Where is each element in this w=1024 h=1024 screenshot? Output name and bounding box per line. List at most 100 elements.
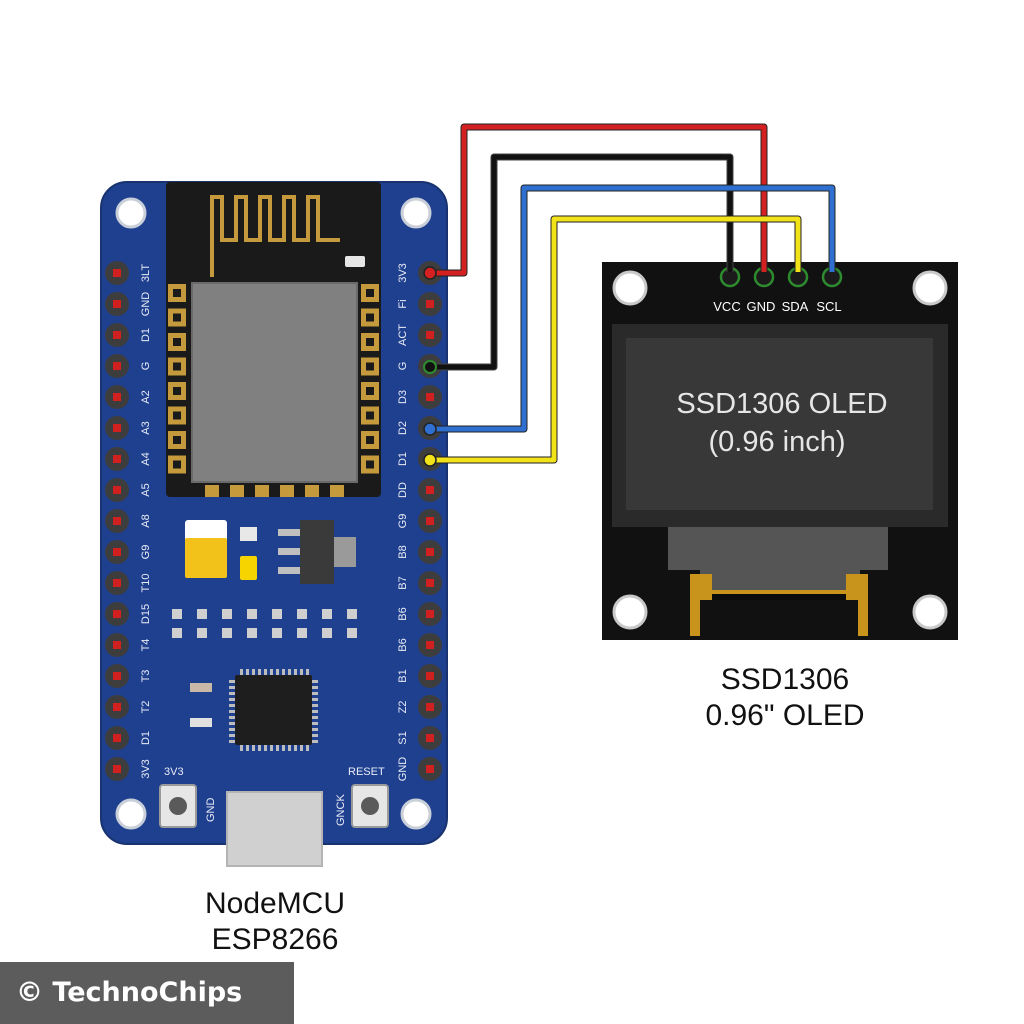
right-pin-label: D2 <box>397 421 409 435</box>
smd-pad <box>297 609 307 619</box>
header-pin <box>418 478 442 502</box>
smd-pad <box>322 609 332 619</box>
header-pin <box>105 695 129 719</box>
reset-button[interactable] <box>351 784 389 828</box>
left-pin-label: T10 <box>140 574 152 593</box>
nodemcu-name: NodeMCU <box>204 887 346 920</box>
mounting-hole <box>115 798 147 830</box>
left-pin-label: T4 <box>140 639 152 652</box>
oled-pin-label: VCC <box>713 299 740 314</box>
header-pin <box>105 664 129 688</box>
left-pin-label: D1 <box>140 328 152 342</box>
right-pin-label: Z2 <box>397 701 409 714</box>
watermark: © TechnoChips <box>0 962 294 1024</box>
left-pin-header <box>105 261 129 781</box>
left-pin-label: A3 <box>140 421 152 434</box>
left-pin-label: 3LT <box>140 264 152 282</box>
castellated-pad <box>255 485 269 497</box>
mounting-hole <box>612 270 648 306</box>
right-pin-label: B6 <box>397 607 409 620</box>
smd-pad <box>222 628 232 638</box>
label-gnd-button: GND <box>205 798 217 823</box>
header-pin <box>418 323 442 347</box>
oled-caption-line1: SSD1306 <box>720 663 850 696</box>
header-pin <box>105 478 129 502</box>
smd-pad <box>172 628 182 638</box>
left-pin-label: G <box>140 362 152 371</box>
header-pin <box>105 726 129 750</box>
wires <box>423 123 836 467</box>
castellated-pad <box>205 485 219 497</box>
right-pin-label: B1 <box>397 669 409 682</box>
smd-pad <box>222 609 232 619</box>
right-pin-label: ACT <box>397 324 409 346</box>
rf-shield <box>191 282 358 483</box>
right-pin-label: B7 <box>397 576 409 589</box>
left-pin-label: 3V3 <box>140 759 152 779</box>
header-pin <box>418 757 442 781</box>
right-pin-label: Fi <box>397 299 409 308</box>
header-pin <box>105 323 129 347</box>
micro-usb-port <box>226 791 323 867</box>
smd-pad <box>322 628 332 638</box>
mounting-hole <box>400 197 432 229</box>
smd-pad <box>172 609 182 619</box>
left-pin-label: G9 <box>140 545 152 560</box>
right-pin-label: G9 <box>397 514 409 529</box>
wire-red <box>430 123 768 277</box>
right-pin-label: D1 <box>397 452 409 466</box>
header-pin <box>418 571 442 595</box>
castellated-pad <box>305 485 319 497</box>
screen-subtitle: (0.96 inch) <box>708 426 845 458</box>
oled-pin-gnd: GND <box>747 266 776 314</box>
smd-pad <box>247 628 257 638</box>
mounting-hole <box>400 798 432 830</box>
header-pin <box>105 540 129 564</box>
oled-caption: SSD1306 0.96" OLED <box>640 662 930 734</box>
header-pin <box>418 726 442 750</box>
left-pin-label: D15 <box>140 604 152 624</box>
header-pin <box>105 354 129 378</box>
smd-pad <box>297 628 307 638</box>
left-pin-label: D1 <box>140 731 152 745</box>
label-3v3-button: 3V3 <box>164 766 184 778</box>
mounting-hole <box>912 270 948 306</box>
label-reset: RESET <box>348 766 385 778</box>
right-pin-label: DD <box>397 482 409 498</box>
right-pin-header <box>418 261 442 781</box>
wire-end-3v3 <box>423 266 437 280</box>
smd-pad <box>272 609 282 619</box>
voltage-regulator <box>300 520 334 584</box>
oled-pin-label: GND <box>747 299 776 314</box>
header-pin <box>418 695 442 719</box>
castellated-pad <box>280 485 294 497</box>
usb-serial-chip <box>235 675 312 745</box>
left-pin-label: A4 <box>140 452 152 465</box>
header-pin <box>105 757 129 781</box>
header-pin <box>418 385 442 409</box>
right-pin-label: 3V3 <box>397 263 409 283</box>
mounting-hole <box>115 197 147 229</box>
header-pin <box>105 447 129 471</box>
nodemcu-board: 3V3 RESET GND GNCK <box>100 181 448 867</box>
led <box>240 556 257 580</box>
screen-title: SSD1306 OLED <box>676 388 887 420</box>
header-pin <box>105 261 129 285</box>
left-pin-label: A2 <box>140 390 152 403</box>
castellated-pad <box>230 485 244 497</box>
oled-module: SSD1306 OLED (0.96 inch) <box>602 262 958 640</box>
flash-button[interactable] <box>159 784 197 828</box>
header-pin <box>418 602 442 626</box>
esp8266-module <box>166 182 381 497</box>
right-pin-label: B6 <box>397 638 409 651</box>
right-pin-label: B8 <box>397 545 409 558</box>
left-pin-label: T3 <box>140 670 152 683</box>
pcb-antenna-icon <box>210 195 340 277</box>
header-pin <box>418 664 442 688</box>
right-pin-label: D3 <box>397 390 409 404</box>
right-pin-label: G <box>397 362 409 371</box>
oled-pin-vcc: VCC <box>713 266 741 314</box>
castellated-pad <box>330 485 344 497</box>
